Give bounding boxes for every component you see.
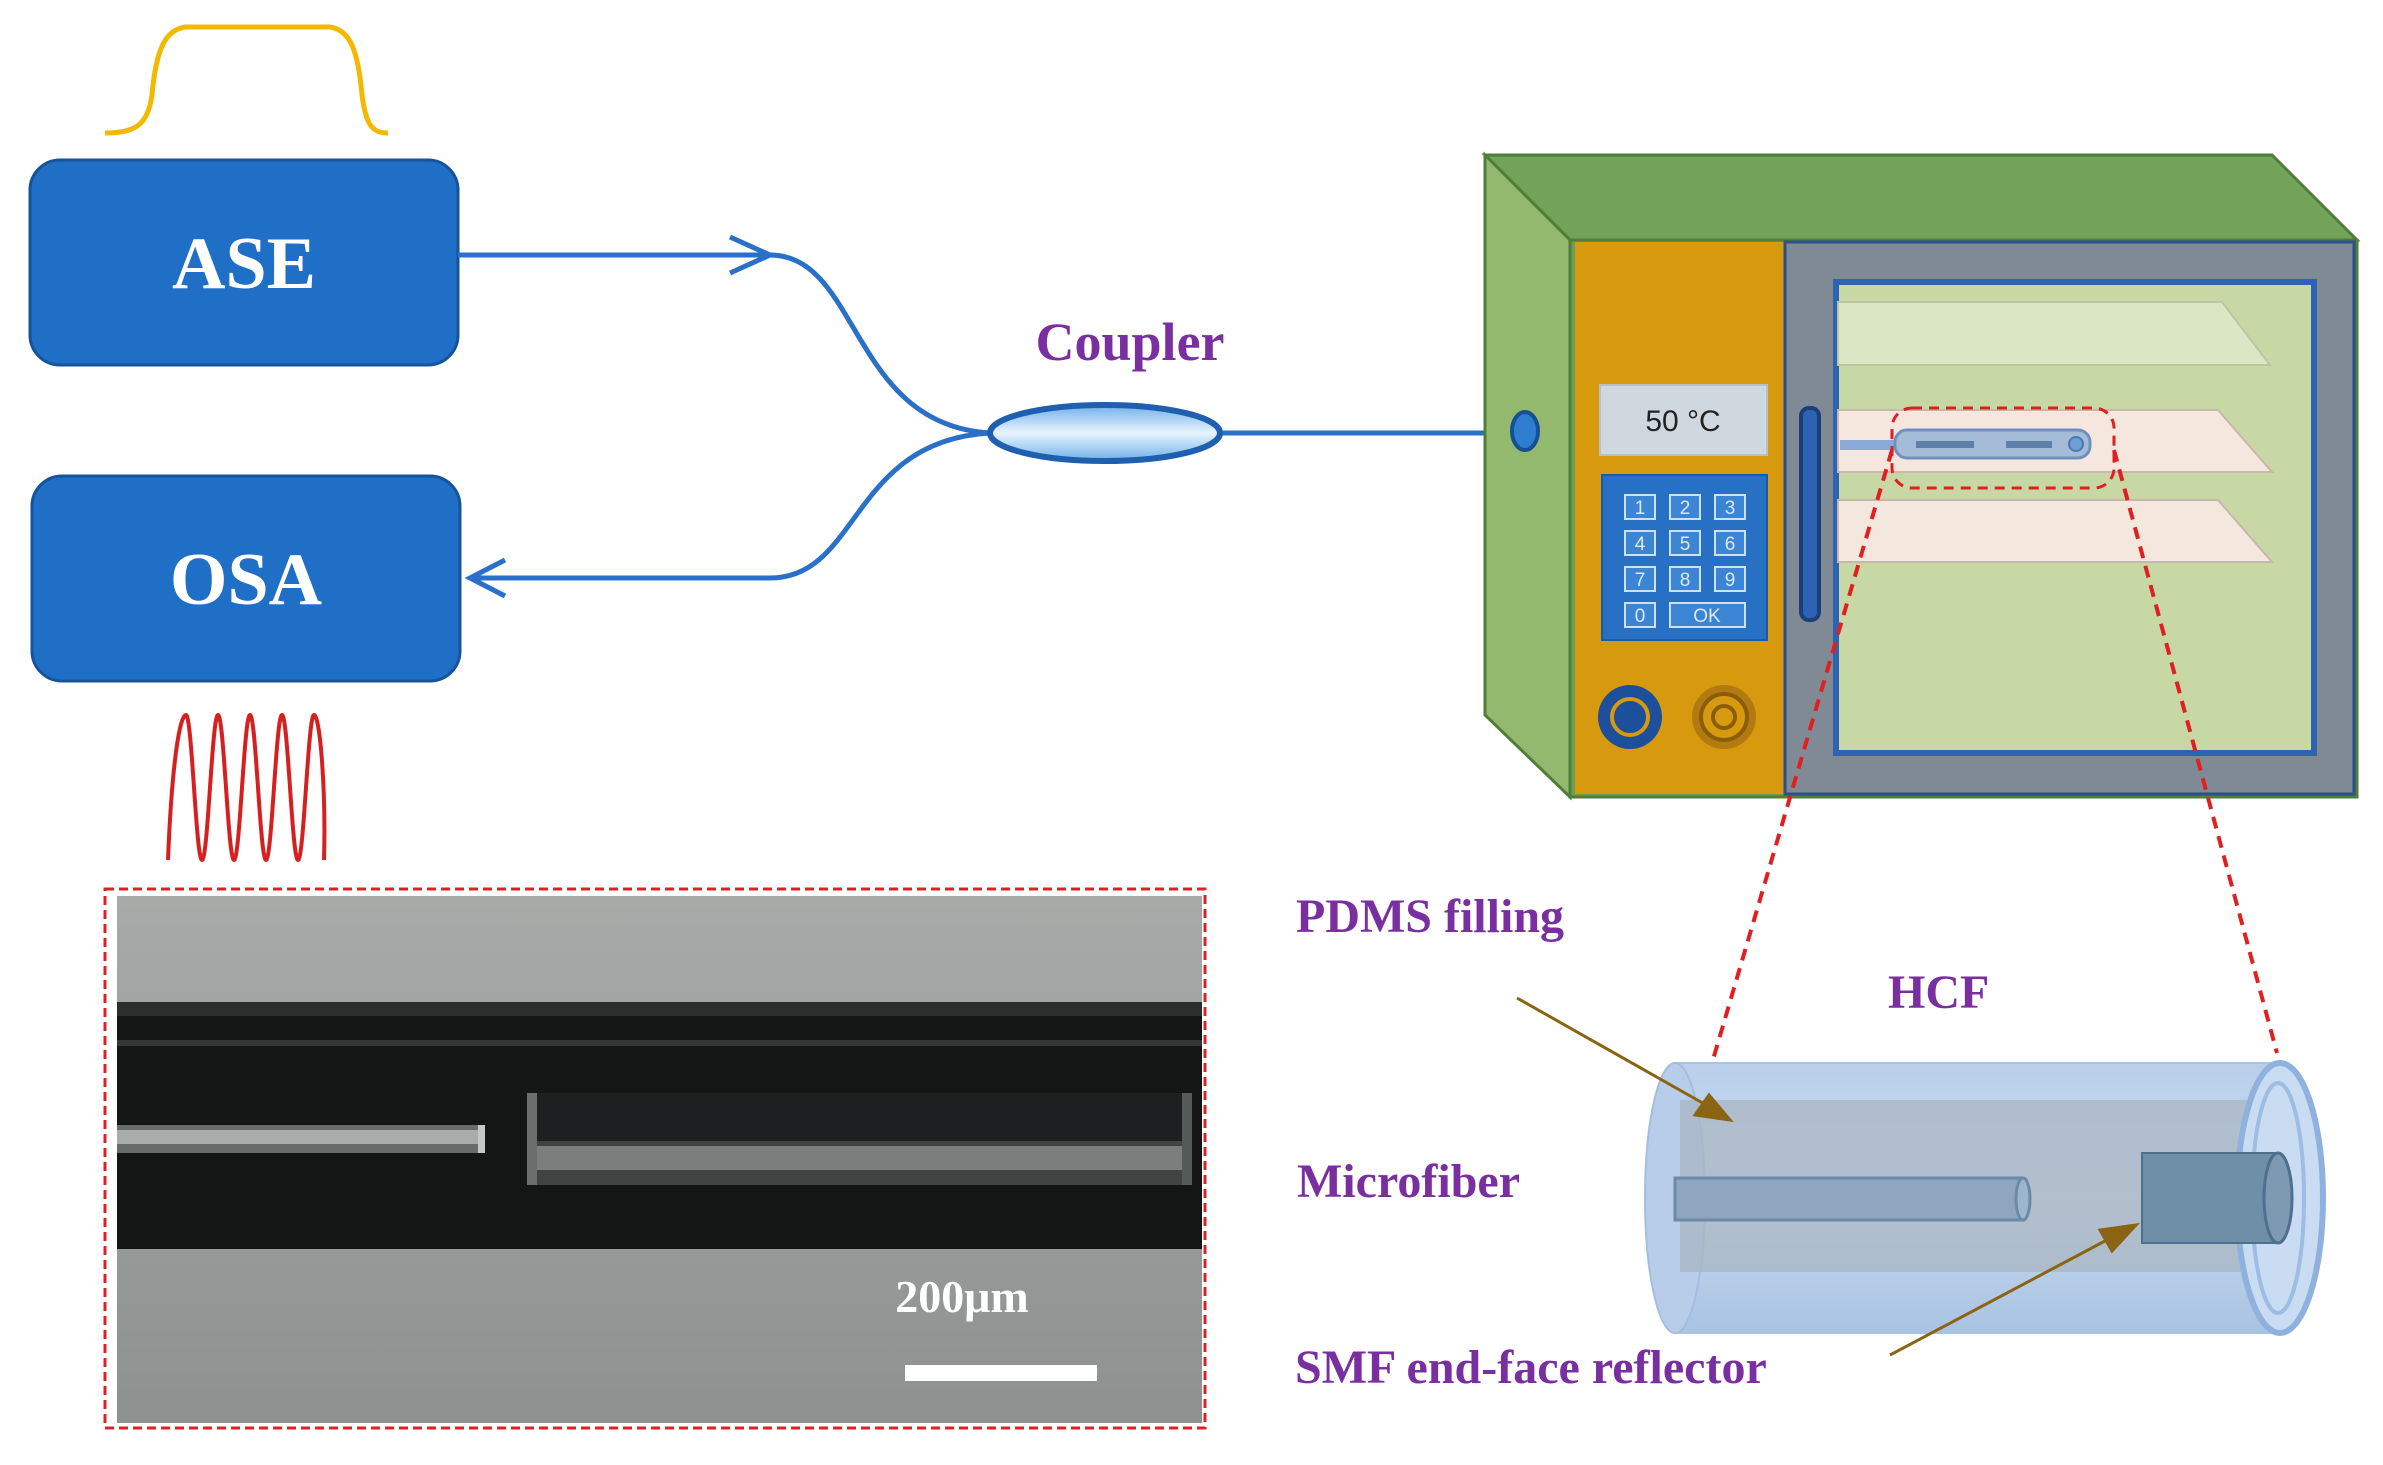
osa-module: OSA: [30, 474, 462, 683]
key-7: 7: [1635, 570, 1646, 591]
osa-label: OSA: [170, 539, 322, 621]
hcf-label: HCF: [1888, 966, 1989, 1019]
key-1: 1: [1635, 498, 1646, 519]
coupler: [987, 402, 1223, 464]
key-0: 0: [1635, 606, 1646, 627]
pdms-label: PDMS filling: [1296, 890, 1564, 943]
osa-spectrum-icon: [166, 712, 327, 863]
scale-bar-label: 200μm: [895, 1271, 1028, 1322]
osa-input-arrow-icon: [464, 557, 507, 599]
smf-label: SMF end-face reflector: [1295, 1341, 1767, 1394]
temperature-chamber-icon: 50 °C 1 2 3 4 5 6 7 8 9 0 OK: [1481, 151, 2361, 801]
oven-display-text: 50 °C: [1645, 405, 1720, 438]
microscope-image: 200μm: [117, 896, 1202, 1423]
key-6: 6: [1725, 534, 1736, 555]
microscope-frame: [103, 887, 1207, 1430]
key-2: 2: [1680, 498, 1691, 519]
fiber-lines: [458, 252, 1525, 581]
ase-label: ASE: [172, 223, 316, 305]
oven-sample-icon: [1893, 428, 2092, 460]
key-8: 8: [1680, 570, 1691, 591]
key-5: 5: [1680, 534, 1691, 555]
key-ok: OK: [1693, 606, 1721, 627]
oven-door-handle-icon: [1799, 406, 1821, 622]
key-4: 4: [1635, 534, 1646, 555]
ase-module: ASE: [28, 158, 460, 367]
knob-right-icon: [1692, 685, 1756, 749]
key-3: 3: [1725, 498, 1736, 519]
coupler-label: Coupler: [1036, 312, 1225, 372]
smf-reflector-icon: [2141, 1152, 2279, 1244]
scale-bar: [905, 1365, 1097, 1381]
knob-left-icon: [1598, 685, 1662, 749]
oven-fiber-port-icon: [1510, 410, 1540, 452]
ase-spectrum-icon: [104, 24, 389, 136]
microfiber-label: Microfiber: [1297, 1155, 1520, 1208]
ase-output-arrow-icon: [728, 234, 777, 276]
sample-highlight: [1890, 406, 2116, 490]
pointer-arrows: [1516, 996, 2140, 1357]
zoom-lines: [1710, 449, 2279, 1064]
microfiber-icon: [1673, 1176, 2025, 1222]
key-9: 9: [1725, 570, 1736, 591]
hcf-tube-icon: [1644, 1060, 2326, 1336]
